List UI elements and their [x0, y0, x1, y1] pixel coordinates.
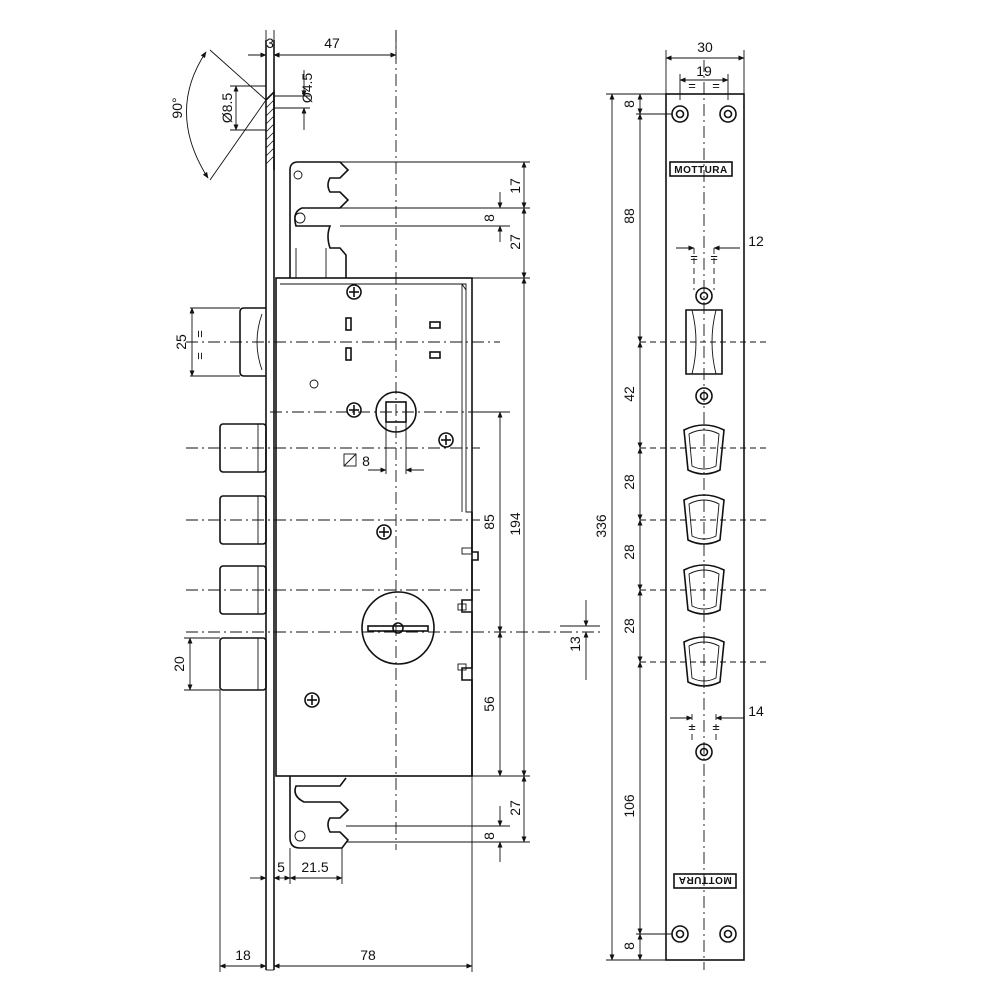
brand-text-top: MOTTURA [674, 165, 728, 176]
screw-icon [346, 284, 362, 300]
dim-chain-42: 42 [621, 386, 637, 402]
dim-square-8: 8 [362, 453, 370, 469]
dim-85: 85 [481, 514, 497, 530]
dim-plate-19: 19 [696, 63, 712, 79]
deadbolt-4 [219, 637, 267, 691]
screw-hole-icon [719, 105, 737, 123]
brand-label-bottom: MOTTURA [673, 873, 737, 889]
top-bracket [289, 161, 350, 278]
dim-47: 47 [324, 35, 340, 51]
dim-chain-8-top: 8 [621, 100, 637, 108]
screw-icon [304, 692, 320, 708]
dim-25: 25 [173, 334, 189, 350]
screw-hole-icon [671, 105, 689, 123]
dim-56: 56 [481, 696, 497, 712]
dim-dia-8-5: Ø8.5 [219, 93, 235, 124]
left-dimensions: 3 47 Ø4.5 Ø8.5 90° 17 8 27 25 [169, 30, 600, 972]
dim-194: 194 [507, 512, 523, 536]
screw-hole-icon [719, 925, 737, 943]
deadbolt-opening-2 [683, 494, 725, 545]
dim-chain-28-a: 28 [621, 474, 637, 490]
deadbolt-opening-4 [683, 636, 725, 687]
screw-hole-icon [671, 925, 689, 943]
dim-3: 3 [266, 35, 274, 51]
dim-27-top: 27 [507, 234, 523, 250]
dim-plate-12: 12 [748, 233, 764, 249]
dim-8-top: 8 [481, 214, 497, 222]
dim-5: 5 [277, 859, 285, 875]
deadbolt-opening-3 [683, 564, 725, 615]
deadbolt-opening-1 [683, 424, 725, 475]
faceplate-front-view: MOTTURA MOTTURA [640, 60, 770, 970]
screw-icon [438, 432, 454, 448]
dim-chain-28-c: 28 [621, 618, 637, 634]
dim-18: 18 [235, 947, 251, 963]
dim-20: 20 [171, 656, 187, 672]
equal-mark: = [712, 78, 720, 93]
equal-mark: = [192, 330, 207, 338]
lock-side-view [186, 30, 600, 971]
equal-mark: = [712, 720, 720, 735]
cylinder-hole [361, 591, 435, 665]
brand-label-top: MOTTURA [669, 161, 733, 177]
equal-mark: = [710, 250, 718, 265]
dim-27-bottom: 27 [507, 800, 523, 816]
dim-chain-28-b: 28 [621, 544, 637, 560]
equal-mark: = [688, 78, 696, 93]
case-screws [304, 284, 454, 708]
screw-icon [376, 524, 392, 540]
brand-text-bottom: MOTTURA [678, 874, 732, 885]
dim-78: 78 [360, 947, 376, 963]
dim-21-5: 21.5 [301, 859, 328, 875]
equal-mark: = [192, 352, 207, 360]
case-slots [345, 317, 441, 361]
dim-8-bottom: 8 [481, 832, 497, 840]
dim-chain-8-bottom: 8 [621, 942, 637, 950]
equal-mark: = [688, 720, 696, 735]
dim-total-336: 336 [593, 514, 609, 538]
equal-mark: = [690, 250, 698, 265]
dim-chain-88: 88 [621, 208, 637, 224]
dim-plate-14: 14 [748, 703, 764, 719]
dim-dia-4-5: Ø4.5 [299, 73, 315, 104]
dim-chain-106: 106 [621, 794, 637, 818]
screw-icon [346, 402, 362, 418]
dim-17: 17 [507, 178, 523, 194]
faceplate-strip [265, 40, 275, 971]
dim-13: 13 [567, 636, 583, 652]
bottom-bracket [288, 775, 350, 849]
dim-angle-90: 90° [169, 97, 185, 118]
lock-case [275, 277, 479, 777]
dim-plate-30: 30 [697, 39, 713, 55]
faceplate-dimensions: 30 19 = = 12 = = 14 = = 8 88 42 28 [593, 39, 764, 961]
